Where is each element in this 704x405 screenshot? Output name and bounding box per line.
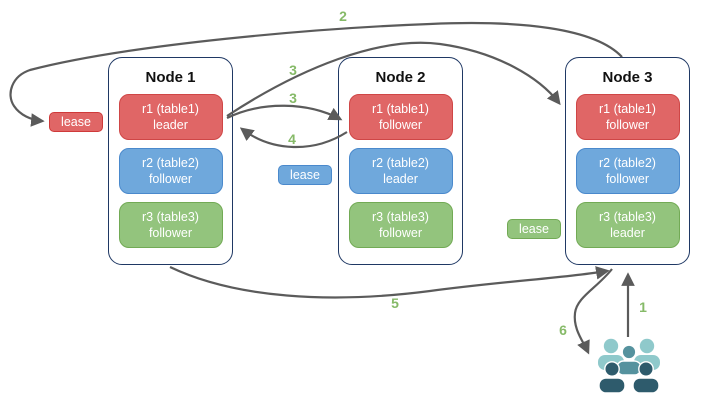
step-label-5: 5 xyxy=(391,295,399,311)
lease-chip-node2-blue: lease xyxy=(278,165,332,185)
users-icon xyxy=(598,338,660,394)
replica-name: r2 (table2) xyxy=(599,155,656,170)
node-1-replica-r3: r3 (table3) follower xyxy=(118,202,223,248)
replica-role: follower xyxy=(378,118,423,132)
arrow-step2-gateway-to-leaseholder xyxy=(9,21,623,127)
replica-name: r1 (table1) xyxy=(142,101,199,116)
replica-role: follower xyxy=(378,226,423,240)
replica-name: r3 (table3) xyxy=(599,209,656,224)
replica-role: follower xyxy=(605,172,650,186)
node-3-replica-r2: r2 (table2) follower xyxy=(575,148,680,194)
node-3-title: Node 3 xyxy=(602,69,653,86)
arrow-step5-leader-to-gateway xyxy=(169,266,610,299)
step-label-4: 4 xyxy=(288,131,296,147)
lease-chip-node3-green: lease xyxy=(507,219,561,239)
arrow-step3-leader-to-node2-follower xyxy=(226,104,343,121)
node-1: Node 1 r1 (table1) leader r2 (table2) fo… xyxy=(108,57,233,265)
node-1-replica-r2: r2 (table2) follower xyxy=(118,148,223,194)
replica-name: r1 (table1) xyxy=(599,101,656,116)
arrow-step6-gateway-to-client xyxy=(573,268,613,355)
replica-role: follower xyxy=(605,118,650,132)
lease-chip-node1-red: lease xyxy=(49,112,103,132)
replica-role: follower xyxy=(148,226,193,240)
step-label-6: 6 xyxy=(559,322,567,338)
node-1-replica-r1: r1 (table1) leader xyxy=(118,94,223,140)
replica-role: leader xyxy=(153,118,188,132)
step-label-1: 1 xyxy=(639,299,647,315)
node-3-replica-r1: r1 (table1) follower xyxy=(575,94,680,140)
replica-name: r3 (table3) xyxy=(142,209,199,224)
replica-name: r2 (table2) xyxy=(142,155,199,170)
replica-role: leader xyxy=(383,172,418,186)
replica-role: follower xyxy=(148,172,193,186)
replica-role: leader xyxy=(610,226,645,240)
step-label-3b: 3 xyxy=(289,90,297,106)
replica-name: r2 (table2) xyxy=(372,155,429,170)
node-3-replica-r3: r3 (table3) leader xyxy=(575,202,680,248)
node-2-replica-r1: r1 (table1) follower xyxy=(348,94,453,140)
node-2-title: Node 2 xyxy=(375,69,426,86)
node-2: Node 2 r1 (table1) follower r2 (table2) … xyxy=(338,57,463,265)
node-2-replica-r2: r2 (table2) leader xyxy=(348,148,453,194)
replica-name: r3 (table3) xyxy=(372,209,429,224)
node-3: Node 3 r1 (table1) follower r2 (table2) … xyxy=(565,57,690,265)
step-label-3a: 3 xyxy=(289,62,297,78)
node-1-title: Node 1 xyxy=(145,69,196,86)
node-2-replica-r3: r3 (table3) follower xyxy=(348,202,453,248)
step-label-2: 2 xyxy=(339,8,347,24)
replica-name: r1 (table1) xyxy=(372,101,429,116)
